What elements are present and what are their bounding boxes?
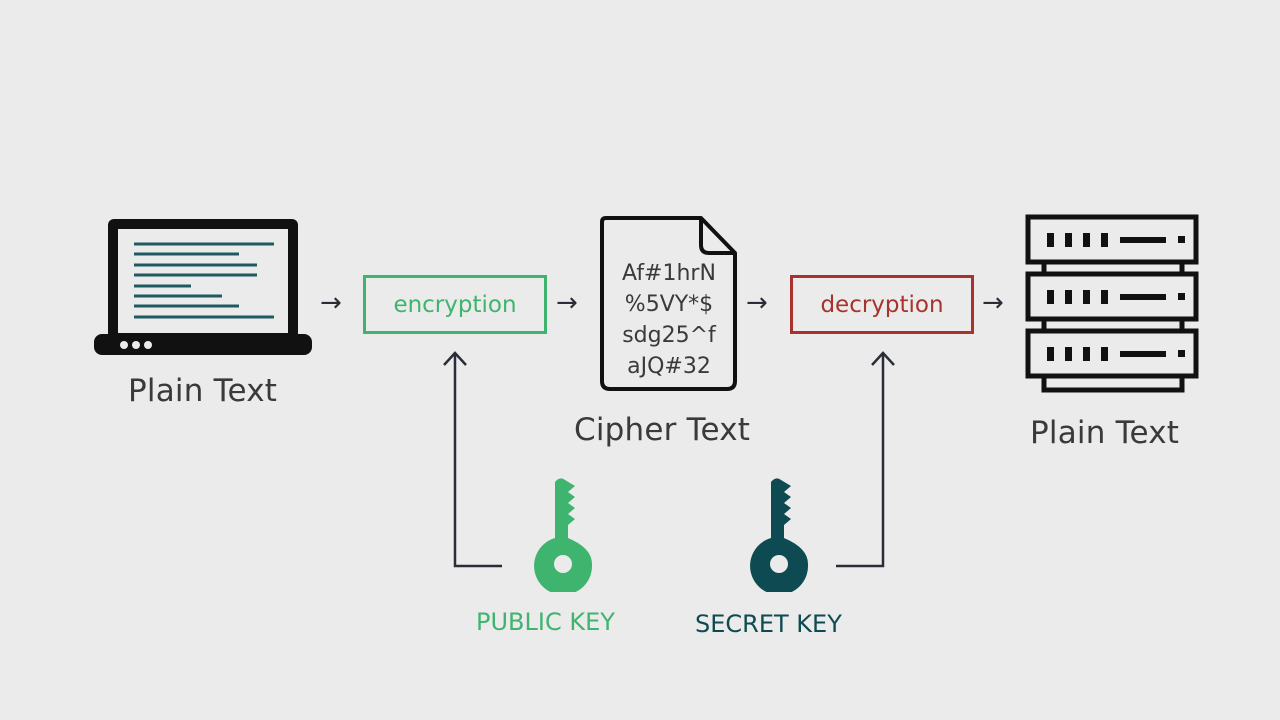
secret-key-icon — [750, 478, 809, 592]
laptop-icon — [94, 219, 312, 355]
secret-key-label: SECRET KEY — [695, 610, 842, 638]
public-key-icon — [534, 478, 593, 592]
secret-key-connector — [836, 353, 885, 568]
destination-plain-text-label: Plain Text — [1030, 415, 1180, 451]
public-key-arrowhead — [443, 351, 467, 366]
decryption-box: decryption — [790, 275, 974, 334]
public-key-connector — [453, 353, 502, 568]
cipher-line: aJQ#32 — [627, 354, 711, 379]
document-icon — [600, 216, 737, 391]
encryption-box: encryption — [363, 275, 547, 334]
cipher-text-label: Cipher Text — [574, 412, 751, 448]
cipher-line: sdg25^f — [622, 323, 716, 348]
public-key-label: PUBLIC KEY — [476, 608, 615, 636]
key-flow-connectors — [443, 351, 895, 568]
arrow-to-destination: → — [982, 288, 1004, 318]
cipher-text-content: Af#1hrN %5VY*$ sdg25^f aJQ#32 — [602, 258, 736, 382]
cipher-line: Af#1hrN — [622, 261, 716, 286]
server-icon — [1025, 214, 1199, 393]
cipher-line: %5VY*$ — [624, 292, 714, 317]
secret-key-arrowhead — [871, 351, 895, 366]
arrow-to-decryption: → — [746, 288, 768, 318]
arrow-to-cipher: → — [556, 288, 578, 318]
source-plain-text-label: Plain Text — [128, 373, 278, 409]
arrow-to-encryption: → — [320, 288, 342, 318]
